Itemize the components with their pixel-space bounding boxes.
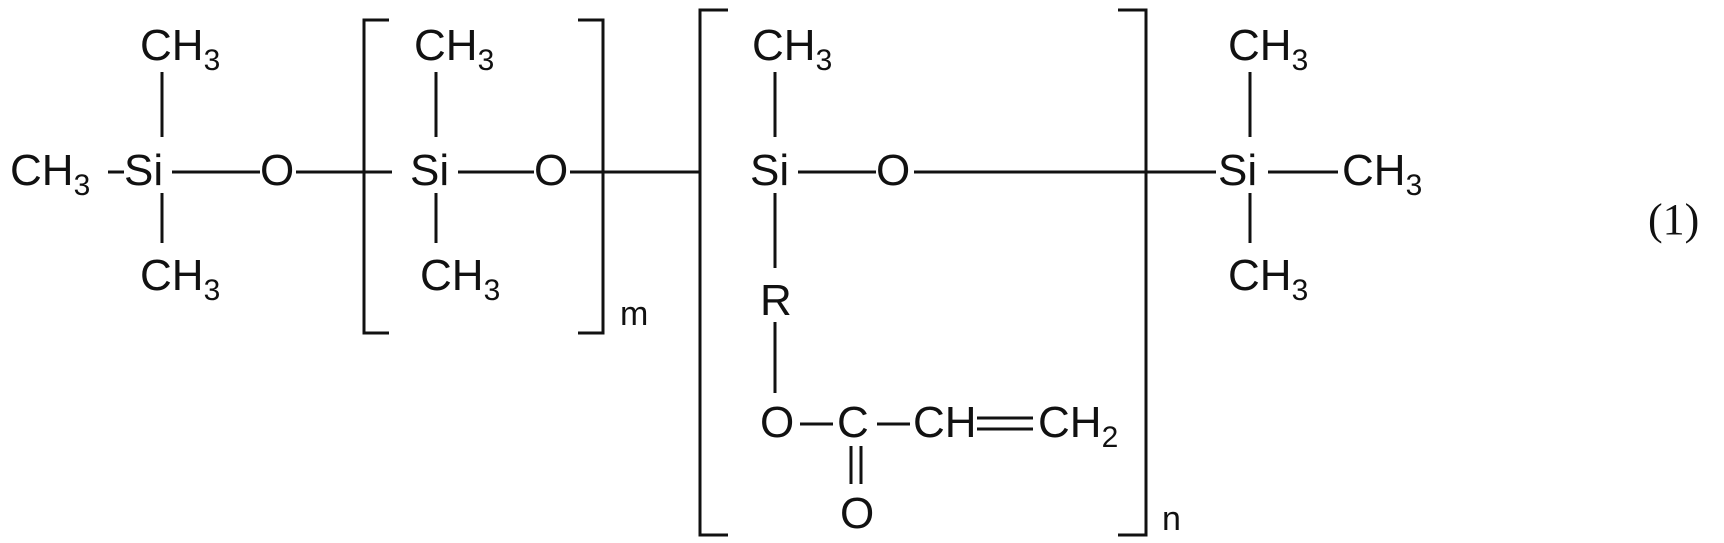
right-terminal-trimethylsilyl: CH3 Si CH3 CH3 [1218, 21, 1422, 307]
bracket-n-right [1118, 10, 1146, 535]
left-oxygen: O [260, 146, 294, 195]
bracket-m-left [364, 20, 389, 333]
m-silicon: Si [410, 146, 449, 195]
substituent-r: R [760, 276, 792, 325]
left-side-methyl: CH3 [10, 146, 90, 202]
left-terminal-trimethylsilyl: CH3 CH3 Si CH3 O [10, 21, 392, 307]
m-top-methyl: CH3 [414, 21, 494, 77]
right-top-methyl: CH3 [1228, 21, 1308, 77]
vinyl-methylene: CH2 [1038, 398, 1118, 454]
carbonyl-carbon: C [837, 398, 869, 447]
repeat-subscript-n: n [1162, 500, 1181, 538]
n-top-methyl: CH3 [752, 21, 832, 77]
bracket-n-left [700, 10, 728, 535]
carbonyl-oxygen: O [840, 489, 874, 538]
m-oxygen: O [534, 146, 568, 195]
right-silicon: Si [1218, 146, 1257, 195]
right-side-methyl: CH3 [1342, 146, 1422, 202]
left-bottom-methyl: CH3 [140, 251, 220, 307]
ester-oxygen: O [760, 398, 794, 447]
n-silicon: Si [750, 146, 789, 195]
m-bottom-methyl: CH3 [420, 251, 500, 307]
repeat-subscript-m: m [620, 295, 648, 333]
left-silicon: Si [124, 146, 163, 195]
right-bottom-methyl: CH3 [1228, 251, 1308, 307]
vinyl-methine: CH [913, 398, 977, 447]
bracket-m-right [578, 20, 603, 333]
repeat-unit-n: CH3 Si O R O C O CH CH2 n [700, 10, 1216, 538]
repeat-unit-m: CH3 Si CH3 O m [364, 20, 700, 333]
n-oxygen: O [876, 146, 910, 195]
equation-number: (1) [1648, 195, 1699, 244]
left-top-methyl: CH3 [140, 21, 220, 77]
